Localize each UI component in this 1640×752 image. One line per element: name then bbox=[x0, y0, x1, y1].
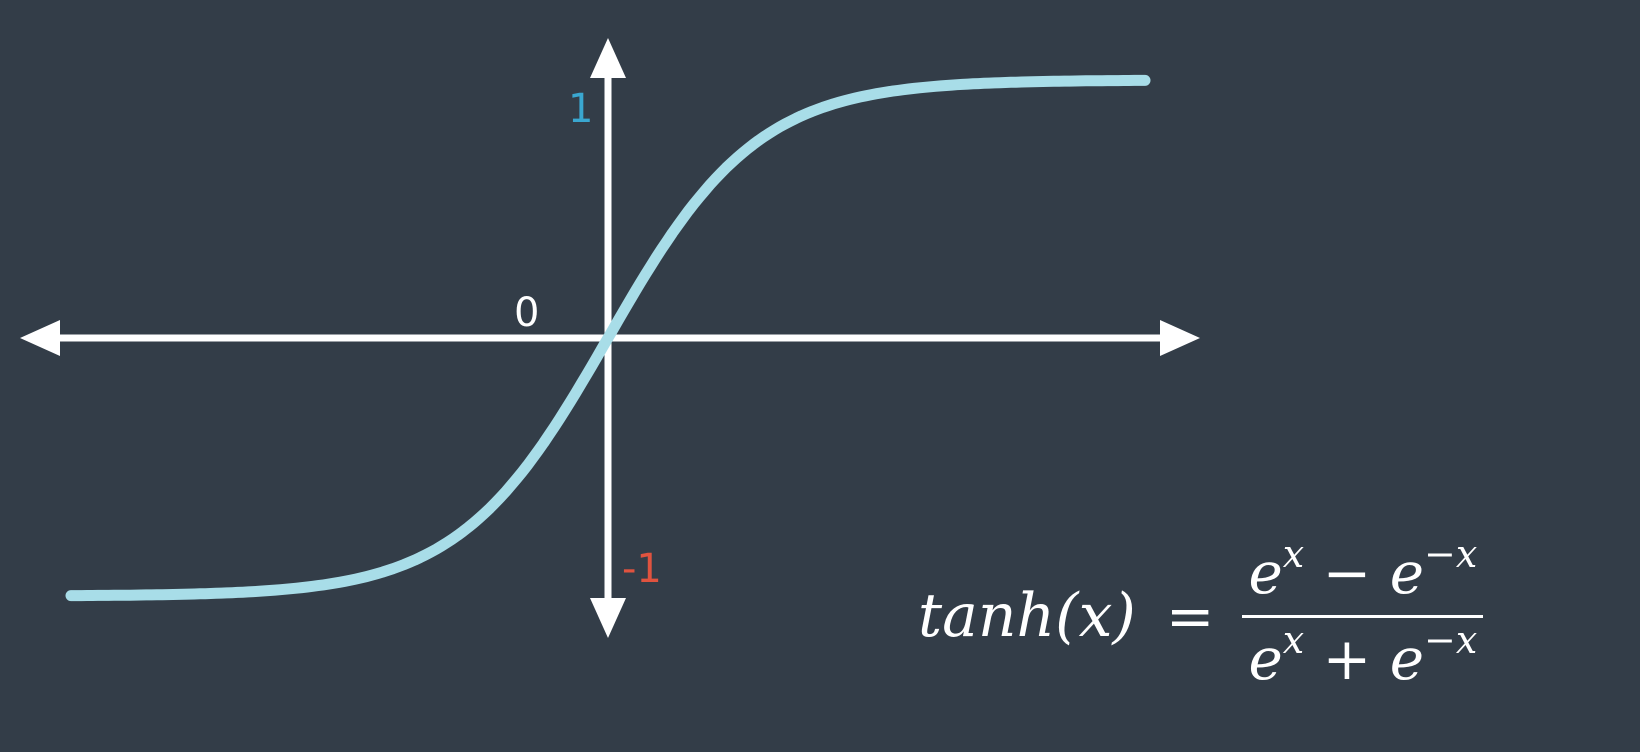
num-operator: − bbox=[1304, 539, 1390, 607]
tick-label-zero: 0 bbox=[514, 290, 539, 336]
data-point bbox=[71, 595, 72, 596]
den-base-right: e bbox=[1389, 624, 1425, 693]
data-point bbox=[757, 141, 758, 142]
formula-equals: = bbox=[1165, 582, 1215, 651]
num-base-left: e bbox=[1248, 539, 1283, 607]
tanh-formula: tanh(x) = ex − e−x ex + e−x bbox=[918, 535, 1484, 693]
den-exp-right: −x bbox=[1424, 617, 1478, 662]
tick-label-one: 1 bbox=[568, 86, 593, 132]
fraction-bar bbox=[1242, 614, 1484, 618]
num-base-right: e bbox=[1389, 539, 1425, 607]
data-point bbox=[533, 457, 534, 458]
data-point bbox=[980, 83, 981, 84]
x-axis-right-arrow bbox=[1160, 320, 1200, 356]
y-axis-bottom-arrow bbox=[590, 598, 626, 638]
data-point bbox=[608, 338, 609, 339]
data-point bbox=[1145, 80, 1146, 81]
curve-layer bbox=[65, 74, 1151, 602]
tick-label-neg-one: -1 bbox=[622, 546, 662, 592]
den-operator: + bbox=[1304, 624, 1390, 693]
tanh-series-line bbox=[65, 74, 1151, 602]
y-axis-top-arrow bbox=[590, 38, 626, 78]
num-exp-right: −x bbox=[1424, 532, 1478, 576]
tick-labels: 0 1 -1 bbox=[514, 86, 662, 592]
data-point bbox=[906, 89, 907, 90]
den-base-left: e bbox=[1248, 624, 1283, 693]
data-point bbox=[309, 586, 310, 587]
data-point bbox=[160, 594, 161, 595]
num-exp-left: x bbox=[1282, 532, 1305, 576]
formula-fraction: ex − e−x ex + e−x bbox=[1242, 535, 1484, 693]
formula-numerator: ex − e−x bbox=[1242, 535, 1483, 607]
formula-denominator: ex + e−x bbox=[1242, 621, 1483, 693]
data-point bbox=[235, 592, 236, 593]
den-exp-left: x bbox=[1282, 617, 1305, 662]
data-point bbox=[384, 571, 385, 572]
data-point bbox=[682, 218, 683, 219]
data-point bbox=[1055, 81, 1056, 82]
x-axis-left-arrow bbox=[20, 320, 60, 356]
data-point bbox=[458, 534, 459, 535]
data-point bbox=[831, 104, 832, 105]
formula-lhs: tanh(x) bbox=[918, 581, 1136, 652]
